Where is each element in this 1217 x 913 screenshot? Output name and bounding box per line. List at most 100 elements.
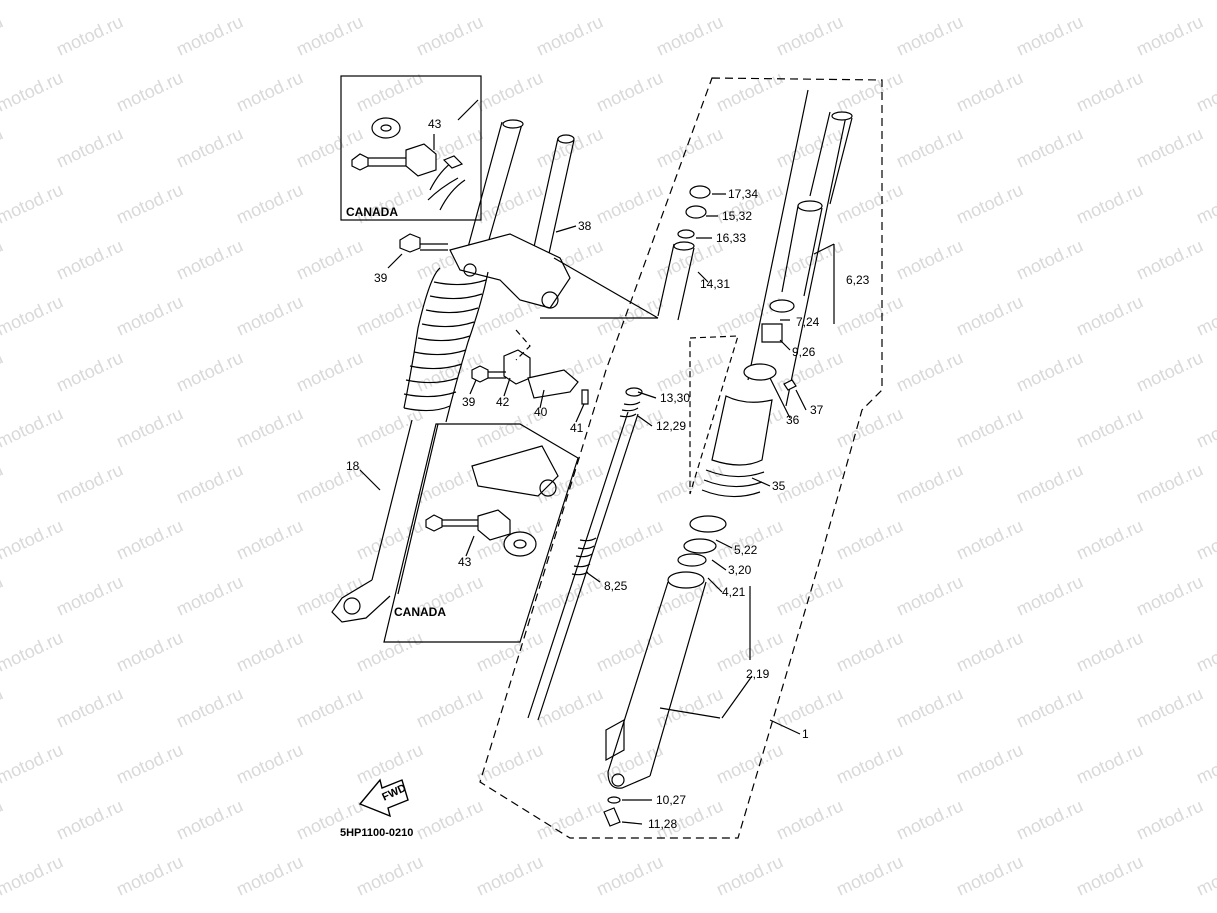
watermark-text: motod.ru: [1013, 795, 1086, 843]
watermark-text: motod.ru: [593, 851, 666, 899]
callout-43-top: 43: [428, 117, 442, 131]
watermark-text: motod.ru: [533, 795, 606, 843]
watermark-text: motod.ru: [953, 739, 1026, 787]
watermark-text: motod.ru: [1013, 571, 1086, 619]
watermark-text: motod.ru: [1013, 683, 1086, 731]
watermark-text: motod.ru: [473, 0, 546, 4]
callout-37: 37: [810, 403, 824, 417]
watermark-text: motod.ru: [893, 123, 966, 171]
watermark-text: motod.ru: [0, 11, 6, 59]
watermark-text: motod.ru: [233, 851, 306, 899]
watermark-text: motod.ru: [893, 683, 966, 731]
watermark-text: motod.ru: [0, 515, 66, 563]
callouts: 43 38 39 18 39 42 40 41 43 17,34 15,32 1…: [346, 117, 870, 831]
watermark-text: motod.ru: [0, 851, 66, 899]
inset-label-canada-top: CANADA: [346, 205, 398, 219]
watermark-text: motod.ru: [473, 627, 546, 675]
watermark-text: motod.ru: [413, 11, 486, 59]
watermark-text: motod.ru: [113, 67, 186, 115]
callout-7-24: 7,24: [796, 315, 820, 329]
watermark-text: motod.ru: [293, 235, 366, 283]
watermark-text: motod.ru: [1013, 11, 1086, 59]
watermark-text: motod.ru: [833, 851, 906, 899]
watermark-text: motod.ru: [833, 291, 906, 339]
watermark-text: motod.ru: [1073, 179, 1146, 227]
watermark-text: motod.ru: [953, 179, 1026, 227]
watermark-text: motod.ru: [533, 907, 606, 913]
watermark-text: motod.ru: [653, 683, 726, 731]
watermark-text: motod.ru: [473, 851, 546, 899]
watermark-text: motod.ru: [833, 403, 906, 451]
watermark-text: motod.ru: [353, 403, 426, 451]
watermark-text: motod.ru: [293, 571, 366, 619]
watermark-text: motod.ru: [1133, 347, 1206, 395]
watermark-text: motod.ru: [773, 571, 846, 619]
watermark-text: motod.ru: [1013, 123, 1086, 171]
watermark-text: motod.ru: [233, 179, 306, 227]
watermark-text: motod.ru: [293, 683, 366, 731]
callout-36: 36: [786, 413, 800, 427]
callout-43-lower: 43: [458, 555, 472, 569]
watermark-text: motod.ru: [1073, 0, 1146, 4]
watermark-text: motod.ru: [173, 11, 246, 59]
watermark-text: motod.ru: [713, 851, 786, 899]
watermark-text: motod.ru: [0, 739, 66, 787]
watermark-text: motod.ru: [0, 683, 6, 731]
callout-9-26: 9,26: [792, 345, 816, 359]
watermark-text: motod.ru: [473, 67, 546, 115]
watermark-text: motod.ru: [1193, 291, 1217, 339]
watermark-text: motod.ru: [1193, 515, 1217, 563]
watermark-text: motod.ru: [773, 795, 846, 843]
watermark-text: motod.ru: [0, 627, 66, 675]
watermark-text: motod.ru: [473, 739, 546, 787]
watermark-text: motod.ru: [173, 459, 246, 507]
watermark-text: motod.ru: [173, 347, 246, 395]
watermark-text: motod.ru: [113, 291, 186, 339]
callout-39-top: 39: [374, 271, 388, 285]
watermark-text: motod.ru: [1133, 571, 1206, 619]
watermark-text: motod.ru: [0, 179, 66, 227]
watermark-text: motod.ru: [233, 67, 306, 115]
watermark-text: motod.ru: [53, 459, 126, 507]
watermark-text: motod.ru: [0, 123, 6, 171]
callout-16-33: 16,33: [716, 231, 746, 245]
watermark-text: motod.ru: [1133, 11, 1206, 59]
watermark-text: motod.ru: [1073, 851, 1146, 899]
callout-10-27: 10,27: [656, 793, 686, 807]
watermark-text: motod.ru: [893, 459, 966, 507]
watermark-text: motod.ru: [1193, 0, 1217, 4]
linework: [331, 75, 883, 839]
watermark-text: motod.ru: [533, 683, 606, 731]
watermark-text: motod.ru: [893, 11, 966, 59]
watermark-text: motod.ru: [833, 627, 906, 675]
watermark-text: motod.ru: [713, 739, 786, 787]
watermark-text: motod.ru: [1073, 403, 1146, 451]
watermark-text: motod.ru: [53, 235, 126, 283]
watermark-text: motod.ru: [53, 795, 126, 843]
watermark-text: motod.ru: [353, 291, 426, 339]
watermark-text: motod.ru: [833, 0, 906, 4]
watermark-text: motod.ru: [1073, 627, 1146, 675]
inset-box-lower: [383, 423, 579, 643]
watermark-text: motod.ru: [353, 67, 426, 115]
watermark-text: motod.ru: [893, 571, 966, 619]
watermark-text: motod.ru: [1193, 627, 1217, 675]
watermark-text: motod.ru: [953, 515, 1026, 563]
watermark-text: motod.ru: [773, 11, 846, 59]
watermark-text: motod.ru: [413, 907, 486, 913]
watermark-text: motod.ru: [533, 123, 606, 171]
diagram-code: 5HP1100-0210: [340, 827, 413, 839]
watermark-text: motod.ru: [953, 291, 1026, 339]
watermark-text: motod.ru: [893, 347, 966, 395]
watermark-text: motod.ru: [0, 571, 6, 619]
watermark-text: motod.ru: [0, 0, 66, 4]
watermark-text: motod.ru: [773, 683, 846, 731]
watermark-text: motod.ru: [53, 11, 126, 59]
watermark-text: motod.ru: [533, 11, 606, 59]
watermark-text: motod.ru: [173, 907, 246, 913]
watermark-text: motod.ru: [53, 123, 126, 171]
inset-label-canada-lower: CANADA: [394, 605, 446, 619]
watermark-text: motod.ru: [293, 11, 366, 59]
watermark-text: motod.ru: [53, 571, 126, 619]
watermark-text: motod.ru: [293, 907, 366, 913]
